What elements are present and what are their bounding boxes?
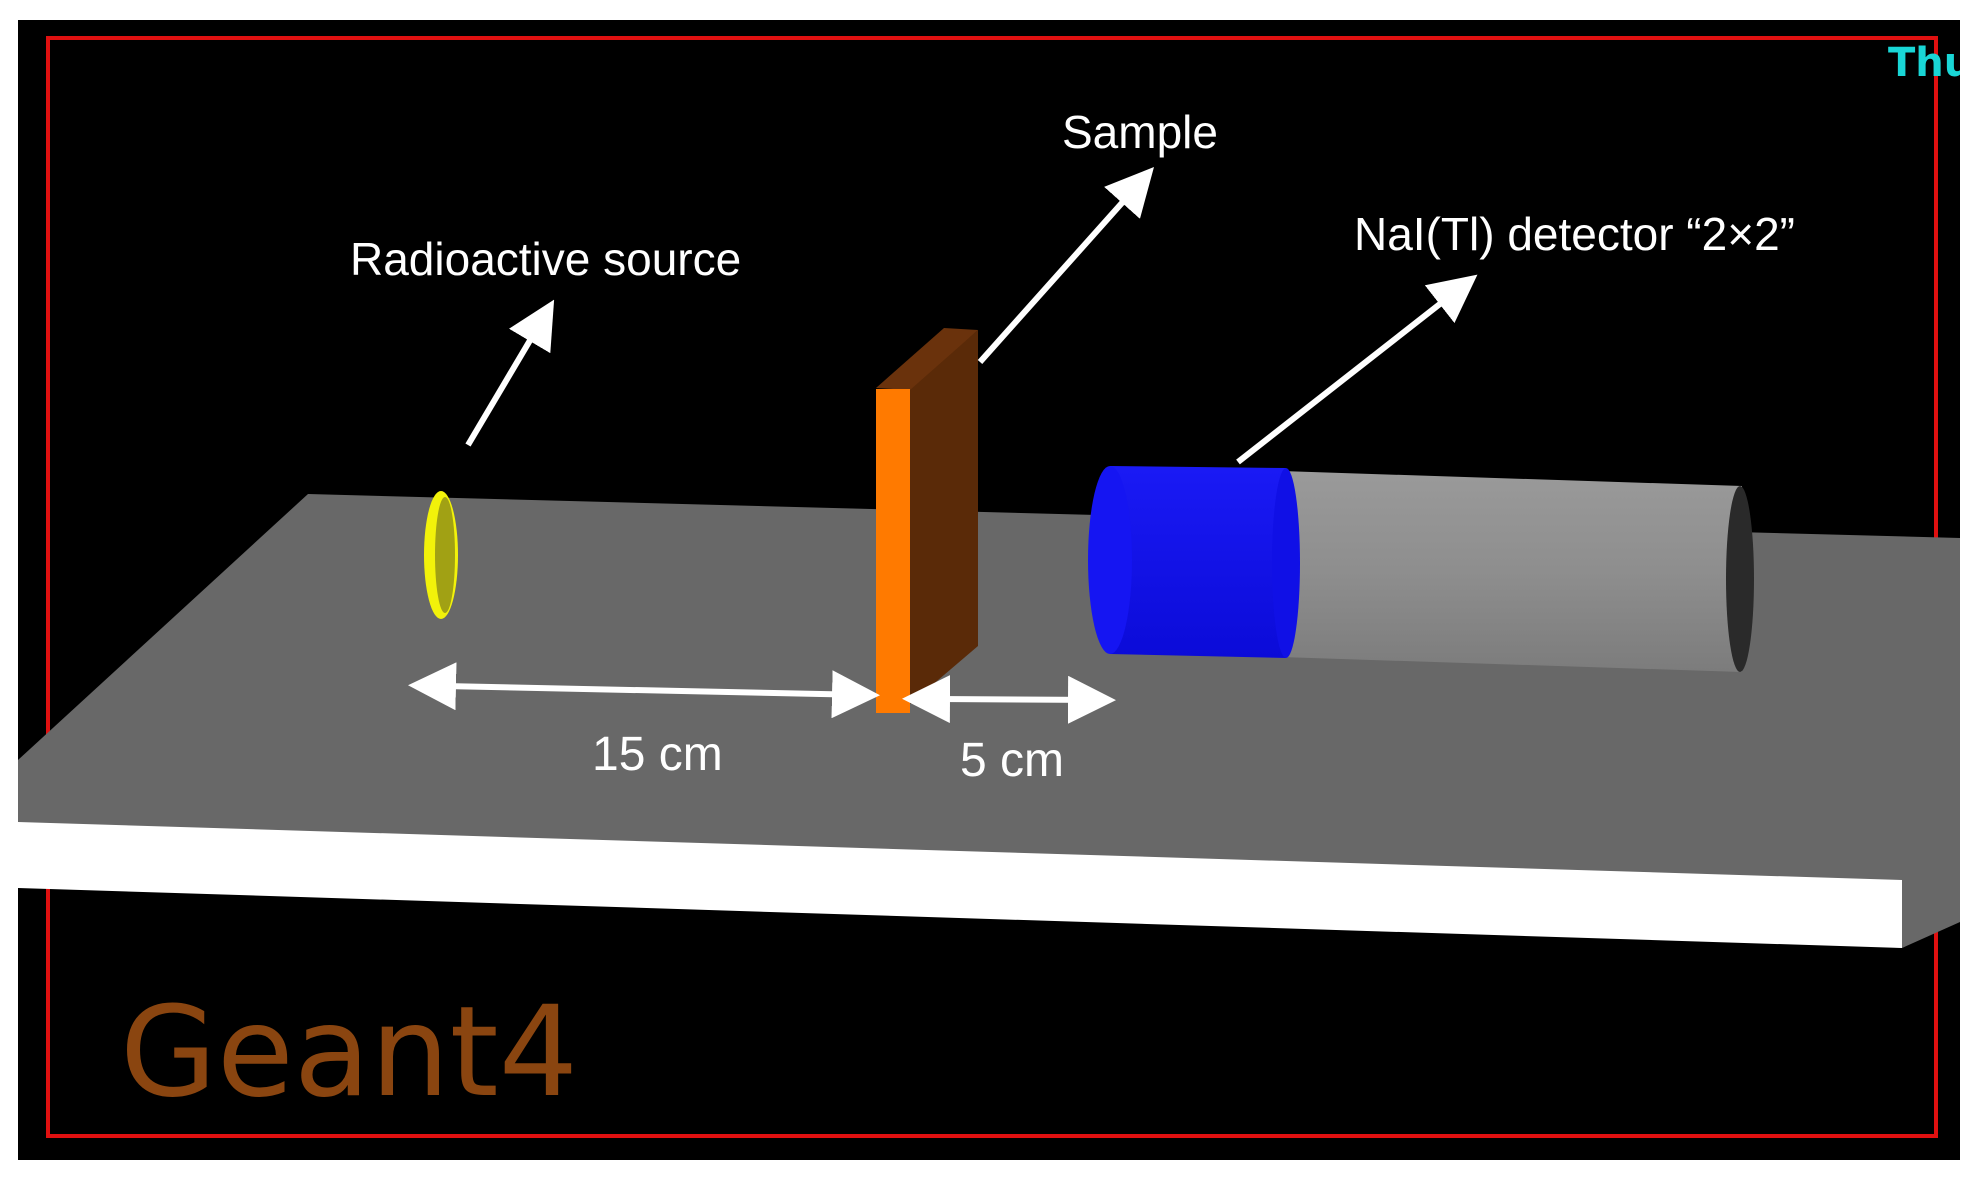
label-radioactive-source: Radioactive source xyxy=(350,233,741,285)
label-sample: Sample xyxy=(1062,106,1218,158)
detector-end-cap xyxy=(1726,486,1754,672)
distance-arrow-source-sample xyxy=(408,662,880,719)
sample-side xyxy=(910,330,978,704)
distance-arrow-sample-detector xyxy=(902,675,1116,724)
detector-arrow xyxy=(1236,274,1478,465)
nai-crystal-face xyxy=(1088,466,1132,654)
label-detector: NaI(Tl) detector “2×2” xyxy=(1354,208,1795,260)
sample-arrow xyxy=(977,167,1154,364)
nai-crystal xyxy=(1110,466,1286,658)
detector-body xyxy=(1250,470,1742,672)
source-arrow xyxy=(465,299,555,447)
label-distance-15cm: 15 cm xyxy=(592,728,723,781)
label-distance-5cm: 5 cm xyxy=(960,734,1064,787)
sample-front xyxy=(876,389,910,713)
geant4-logo-text: Geant4 xyxy=(120,980,578,1125)
sample-top xyxy=(876,328,978,390)
table-front-edge xyxy=(18,822,1902,948)
corner-text: Thu xyxy=(1888,40,1972,86)
